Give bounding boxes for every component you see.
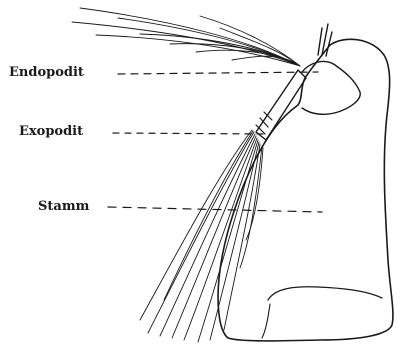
stamm-basal-fold [268,287,382,300]
exopodit-setae [140,130,263,342]
stamm-outline [218,39,393,341]
leader-stamm [108,207,322,212]
leader-endopodit [118,72,318,74]
stamm-basal-fold-inner [262,304,270,338]
leader-exopodit [113,133,268,134]
label-exopodit: Exopodit [19,125,83,138]
label-endopodit: Endopodit [9,66,84,79]
endopodit-setae [72,8,300,66]
label-stamm: Stamm [38,200,89,213]
